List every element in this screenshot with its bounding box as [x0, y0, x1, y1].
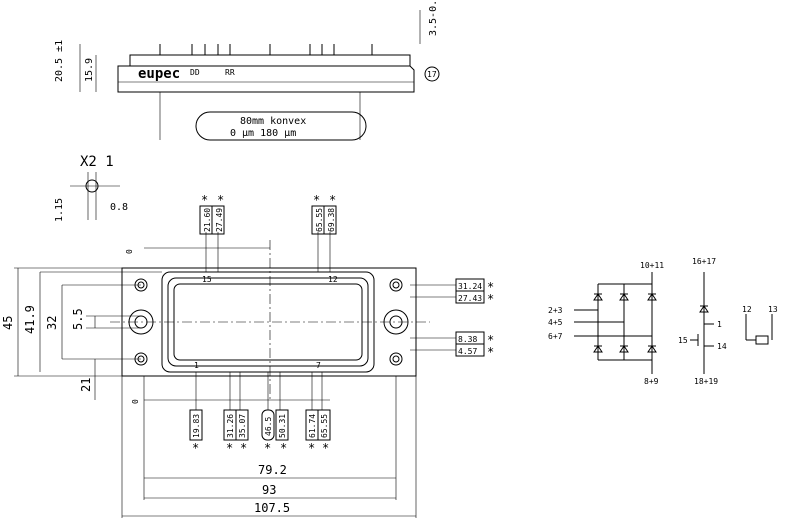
dim-top-right-1: 69.38	[327, 208, 336, 232]
asterisk: *	[329, 193, 336, 207]
pin-1-label: 1	[194, 361, 199, 370]
bridge-diodes	[593, 293, 657, 353]
dim-height-total: 20.5 ±1	[54, 40, 65, 82]
label-1: 1	[717, 320, 722, 329]
dim-bottom-2: 35.07	[238, 414, 247, 438]
label-13: 13	[768, 305, 778, 314]
label-18-19: 18+19	[694, 377, 718, 386]
ref-circle	[424, 66, 440, 82]
label-14: 14	[717, 342, 727, 351]
dim-bottom-1: 31.26	[226, 414, 235, 438]
top-view: 15 12 1 7 0 0 21.60 27.49 65.55 69.38 * …	[1, 193, 494, 518]
circuit-schematic: 2+3 4+5 6+7 10+11 8+9 16+17 18+19 15 1 1…	[548, 257, 778, 386]
dim-pin-top: 3.5-0.5	[428, 0, 439, 36]
dim-bottom-6: 65.55	[320, 414, 329, 438]
height-dims: 45 41.9 32 5.5 21	[1, 267, 162, 400]
label-8-9: 8+9	[644, 377, 659, 386]
label-10-11: 10+11	[640, 261, 664, 270]
dim-32: 32	[45, 316, 59, 330]
ntc-thermistor	[755, 335, 769, 345]
base-plate	[129, 54, 411, 67]
asterisk: *	[192, 441, 199, 455]
flatness-box	[195, 111, 367, 141]
brand-label: eupec	[138, 66, 180, 82]
bottom-dims: 19.83 31.26 35.07 46.5 50.31 61.74 65.55…	[189, 372, 331, 455]
rev-mark: RR	[225, 68, 235, 77]
label-6-7: 6+7	[548, 332, 563, 341]
dim-45: 45	[1, 316, 15, 330]
label-12: 12	[742, 305, 752, 314]
dim-93: 93	[262, 483, 276, 497]
ref-circle-label: 17	[427, 70, 437, 79]
dim-79-2: 79.2	[258, 463, 287, 477]
side-view: eupec DD RR 17 20.5 ±1 15.9 3.5-0.5 80mm…	[54, 0, 440, 141]
asterisk: *	[264, 441, 271, 455]
dim-top-left-0: 21.60	[203, 208, 212, 232]
dim-right-0: 31.24	[458, 282, 482, 291]
pin-dim-a: 1.15	[54, 198, 65, 222]
zero-top: 0	[125, 249, 134, 254]
pin-section	[85, 179, 99, 193]
pin-15-label: 15	[202, 275, 212, 284]
asterisk: *	[240, 441, 247, 455]
asterisk: *	[487, 280, 494, 294]
dim-bottom-3: 46.5	[264, 417, 273, 436]
label-15: 15	[678, 336, 688, 345]
side-pins	[159, 44, 373, 55]
dim-107-5: 107.5	[254, 501, 290, 515]
width-dims: 79.2 93 107.5	[121, 376, 417, 518]
pin-dim-b: 0.8	[110, 202, 128, 213]
asterisk: *	[487, 345, 494, 359]
pin-detail-title: X2 1	[80, 154, 114, 170]
dim-5-5: 5.5	[71, 308, 85, 330]
part-code: DD	[190, 68, 200, 77]
pin-12-label: 12	[328, 275, 338, 284]
label-4-5: 4+5	[548, 318, 563, 327]
dim-right-1: 27.43	[458, 294, 482, 303]
label-2-3: 2+3	[548, 306, 563, 315]
dim-21: 21	[79, 378, 93, 392]
pin-detail: X2 1 1.15 0.8	[54, 154, 128, 222]
asterisk: *	[313, 193, 320, 207]
asterisk: *	[280, 441, 287, 455]
right-dims: 31.24 27.43 8.38 4.57 * * * *	[410, 278, 494, 359]
dim-top-left-1: 27.49	[215, 208, 224, 232]
flatness-line1: 80mm konvex	[240, 116, 306, 127]
asterisk: *	[487, 292, 494, 306]
asterisk: *	[217, 193, 224, 207]
dim-bottom-5: 61.74	[308, 414, 317, 438]
pin-7-label: 7	[316, 361, 321, 370]
dim-right-2: 8.38	[458, 335, 477, 344]
dim-height-body: 15.9	[84, 58, 95, 82]
asterisk: *	[226, 441, 233, 455]
asterisk: *	[201, 193, 208, 207]
zero-bottom: 0	[131, 399, 140, 404]
flatness-line2: 0 µm 180 µm	[230, 128, 296, 139]
chopper-diode	[699, 305, 709, 313]
asterisk: *	[308, 441, 315, 455]
dim-right-3: 4.57	[458, 347, 477, 356]
dim-bottom-4: 50.31	[278, 414, 287, 438]
dim-41-9: 41.9	[23, 305, 37, 334]
dim-top-right-0: 65.55	[315, 208, 324, 232]
dim-bottom-0: 19.83	[192, 414, 201, 438]
asterisk: *	[322, 441, 329, 455]
asterisk: *	[487, 333, 494, 347]
top-dims: 21.60 27.49 65.55 69.38 * * * *	[199, 193, 337, 272]
label-16-17: 16+17	[692, 257, 716, 266]
